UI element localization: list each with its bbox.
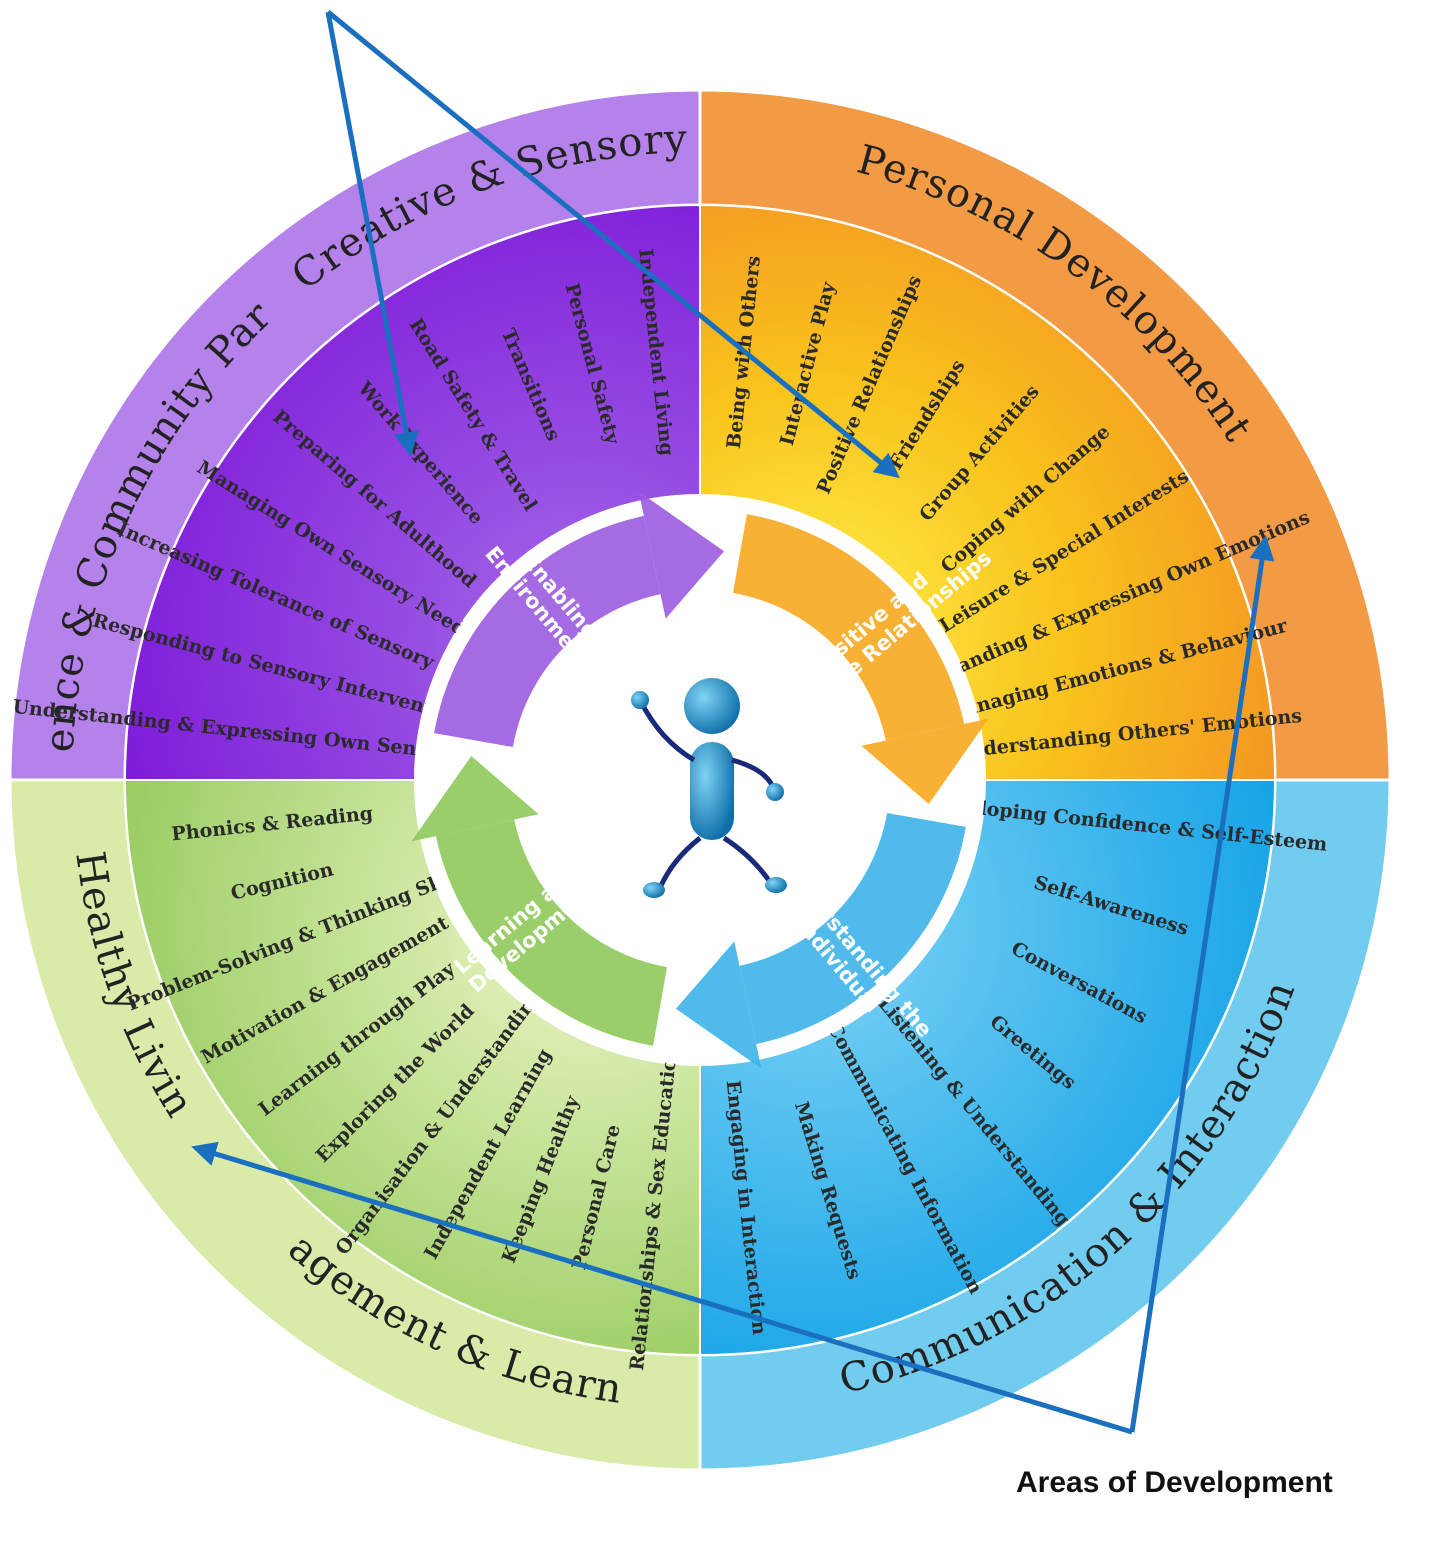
cycle-arrow-1	[732, 514, 965, 741]
arrow-to-group-activities	[326, 10, 900, 479]
pointer-arrows	[191, 10, 1275, 1435]
cycle-arrow-0	[434, 515, 661, 748]
areas-of-development-label: Areas of Development	[1016, 1466, 1333, 1499]
cycle-arrowhead-2	[675, 941, 762, 1069]
cycle-arrowhead-0	[638, 491, 725, 619]
cycle-arrows	[411, 491, 989, 1069]
cycle-arrowhead-1	[861, 718, 989, 805]
child-figure-icon	[631, 678, 787, 898]
cycle-arrowhead-3	[411, 755, 539, 842]
arrow-to-personal-development	[1129, 535, 1275, 1433]
wheel-sectors	[8, 88, 1392, 1472]
cycle-arrow-2	[739, 812, 966, 1045]
cycle-arrow-3	[435, 819, 668, 1046]
arrow-to-preparing	[325, 11, 419, 457]
arrow-to-healthy-living	[191, 1141, 1133, 1435]
